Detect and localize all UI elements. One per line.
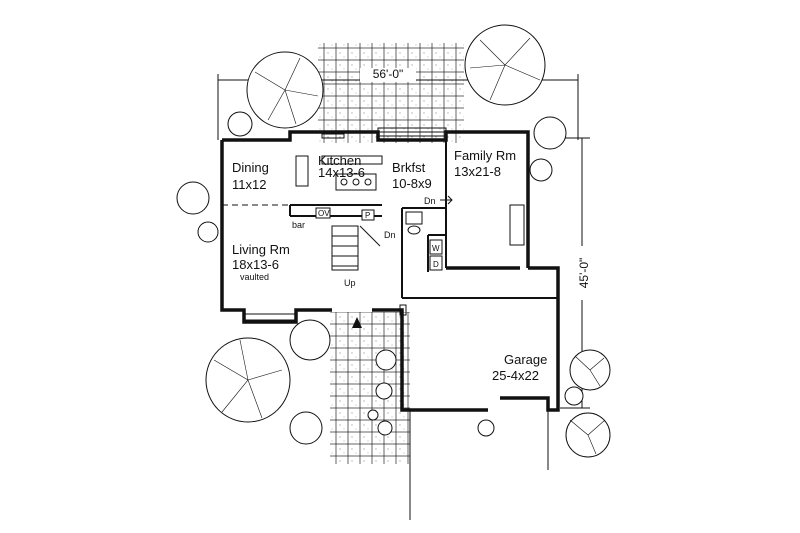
room-name-dining: Dining: [232, 160, 269, 175]
down-label-family: Dn: [424, 196, 436, 206]
room-size-garage: 25-4x22: [492, 368, 539, 383]
room-name-garage: Garage: [504, 352, 547, 367]
front-walk: [330, 312, 410, 464]
down-label-stair: Dn: [384, 230, 396, 240]
entry-arrow: [352, 317, 362, 328]
pantry-label: P: [365, 211, 370, 220]
room-name-living: Living Rm: [232, 242, 290, 257]
room-name-kitchen: Kitchen: [318, 153, 361, 168]
room-size-living: 18x13-6: [232, 257, 279, 272]
room-size-brkfst: 10-8x9: [392, 176, 432, 191]
bar-label: bar: [292, 220, 305, 230]
room-note-living: vaulted: [240, 272, 269, 282]
width-dimension: 56'-0": [373, 67, 404, 81]
room-size-dining: 11x12: [232, 177, 266, 192]
room-name-brkfst: Brkfst: [392, 160, 426, 175]
up-label: Up: [344, 278, 356, 288]
room-size-kitchen: 14x13-6: [318, 165, 365, 180]
interior-walls: [289, 140, 558, 299]
room-size-family: 13x21-8: [454, 164, 501, 179]
room-name-family: Family Rm: [454, 148, 516, 163]
oven-label: OV: [318, 209, 330, 218]
washer-label: W: [432, 244, 440, 253]
dryer-label: D: [433, 260, 439, 269]
depth-dimension: 45'-0": [577, 258, 591, 289]
rear-patio: [318, 43, 464, 143]
driveway: [409, 410, 549, 520]
